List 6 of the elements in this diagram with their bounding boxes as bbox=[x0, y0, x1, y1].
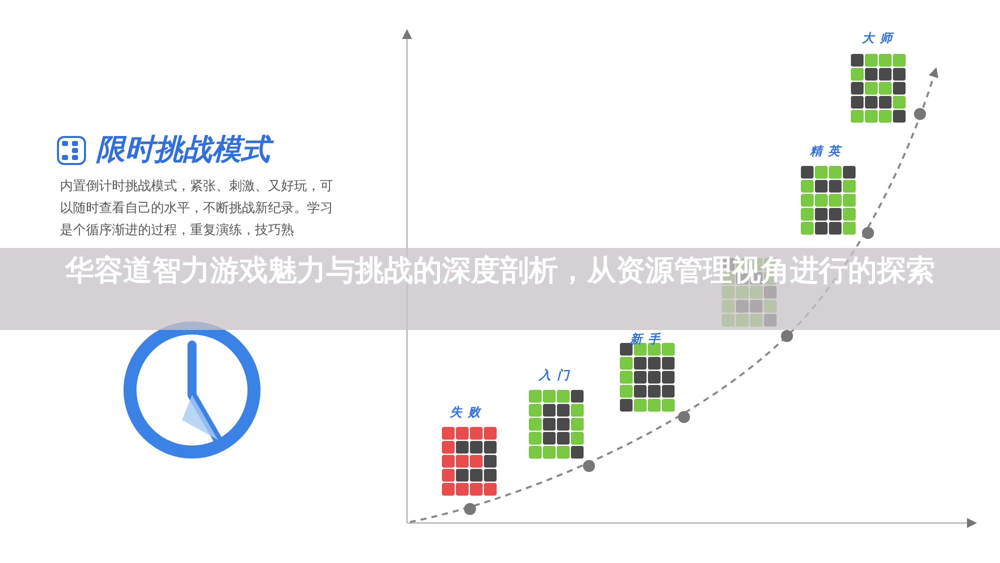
level-label: 新手 bbox=[630, 331, 666, 348]
level-label: 入门 bbox=[539, 367, 575, 384]
description-text: 内置倒计时挑战模式，紧张、刺激、又好玩，可以随时查看自己的水平，不断挑战新纪录。学习是个循序渐进的过程，重复演练，技巧熟 bbox=[60, 178, 334, 240]
level-label: 大师 bbox=[862, 30, 898, 47]
level-label: 失败 bbox=[450, 404, 486, 421]
level-label: 精英 bbox=[810, 143, 846, 160]
